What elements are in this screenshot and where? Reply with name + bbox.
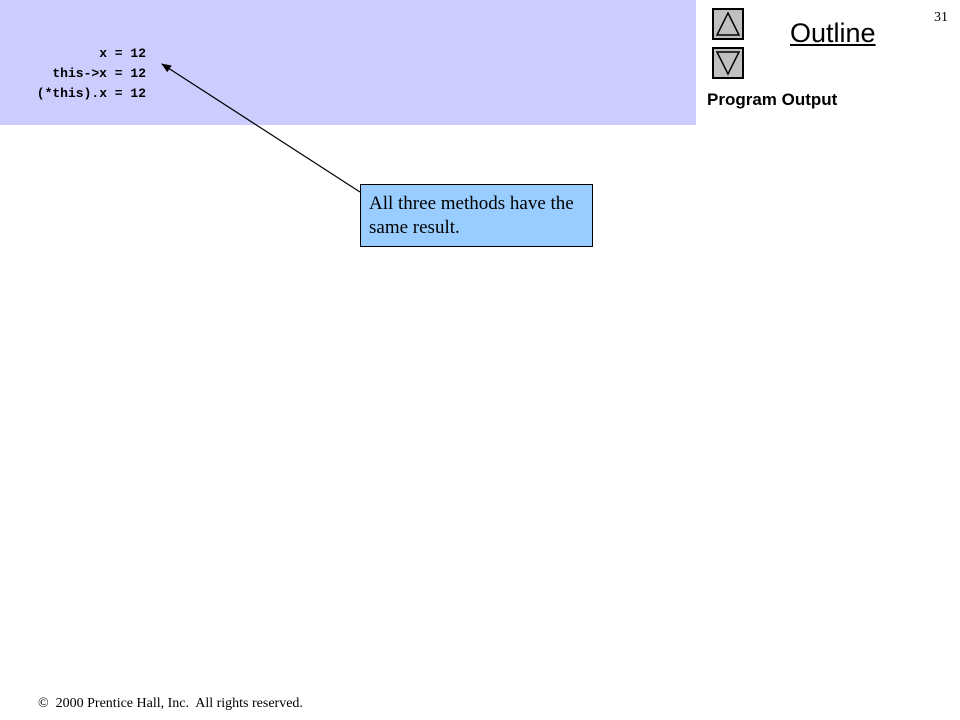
callout-box: All three methods have the same result. [360,184,593,247]
output-line: this->x = 12 [52,66,146,81]
output-line: (*this).x = 12 [36,86,146,101]
triangle-up-icon [715,11,741,36]
next-slide-button[interactable] [712,47,744,79]
copyright-symbol: © [38,696,49,711]
section-label: Program Output [707,90,838,109]
output-line: x = 12 [99,46,146,61]
page-number: 31 [934,10,948,25]
outline-link[interactable]: Outline [790,18,876,48]
triangle-down-icon [715,51,741,76]
program-output-panel: x = 12 this->x = 12 (*this).x = 12 [0,0,696,125]
copyright-footer: © 2000 Prentice Hall, Inc. All rights re… [38,696,303,712]
program-output-text: x = 12 this->x = 12 (*this).x = 12 [10,44,146,104]
previous-slide-button[interactable] [712,8,744,40]
copyright-text: 2000 Prentice Hall, Inc. All rights rese… [55,696,303,711]
